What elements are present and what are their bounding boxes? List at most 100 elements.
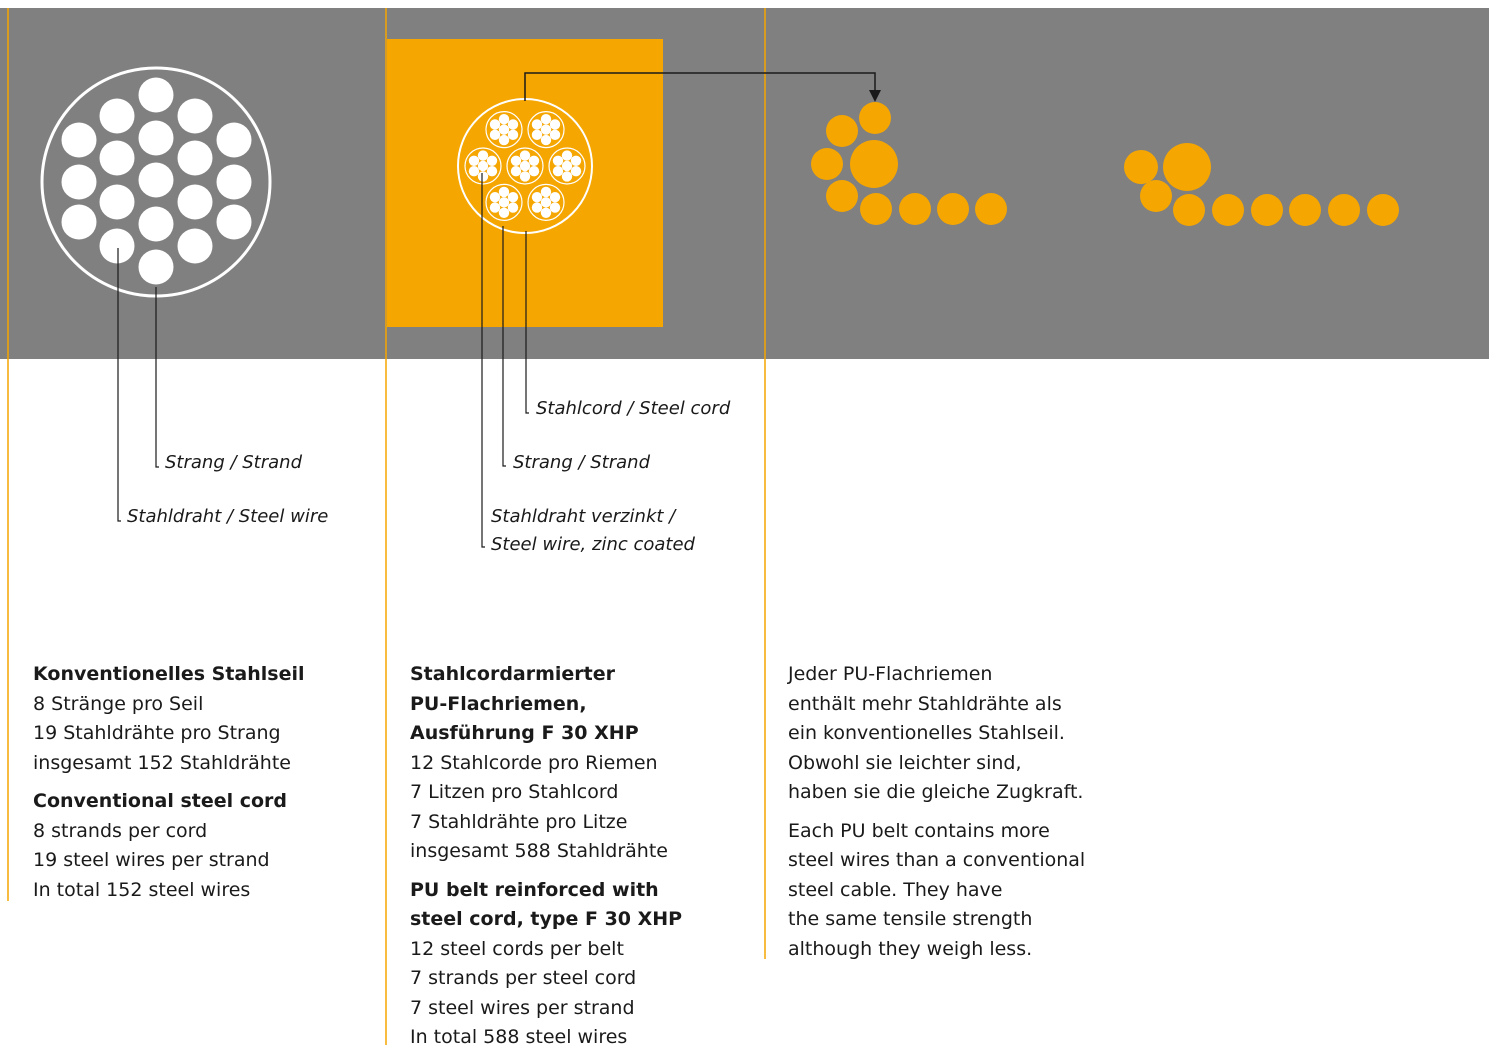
col2-text: Stahlcordarmierter PU-Flachriemen, Ausfü… bbox=[410, 660, 682, 1053]
col3-en-line: the same tensile strength bbox=[788, 908, 1033, 930]
col3-en-line: although they weigh less. bbox=[788, 937, 1033, 960]
steel-wire bbox=[507, 129, 519, 141]
belt-cords-group-1 bbox=[811, 102, 1007, 225]
steel-wire bbox=[540, 134, 552, 146]
steel-wire bbox=[519, 150, 531, 161]
col2-de-line: insgesamt 588 Stahldrähte bbox=[410, 840, 668, 862]
col1-en-line: In total 152 steel wires bbox=[33, 878, 251, 901]
col3-text: Jeder PU-Flachriemen enthält mehr Stahld… bbox=[788, 660, 1085, 964]
label-steel-cord-2: Stahlcord / Steel cord bbox=[536, 398, 731, 419]
steel-wire bbox=[552, 155, 564, 166]
strand bbox=[548, 147, 586, 185]
strand bbox=[485, 111, 523, 149]
leader-lines-col1 bbox=[117, 248, 159, 522]
steel-wire bbox=[540, 197, 552, 208]
col2-en-line: 7 strands per steel cord bbox=[410, 967, 637, 989]
steel-wire bbox=[486, 155, 498, 166]
steel-wire bbox=[489, 202, 501, 213]
steel-wire bbox=[498, 207, 510, 218]
steel-wire bbox=[528, 155, 540, 166]
col3-de-line: enthält mehr Stahldrähte als bbox=[788, 692, 1062, 715]
conventional-cable-cross-section bbox=[40, 66, 272, 298]
strand bbox=[485, 183, 523, 221]
steel-wire bbox=[570, 155, 582, 166]
steel-wire bbox=[540, 207, 552, 218]
steel-wire bbox=[519, 160, 531, 172]
belt-cords-group-2 bbox=[1124, 143, 1399, 226]
col1-de-line: insgesamt 152 Stahldrähte bbox=[33, 751, 291, 774]
steel-wire bbox=[570, 166, 582, 177]
steel-wire bbox=[540, 114, 552, 125]
steel-wire bbox=[531, 202, 543, 213]
strand bbox=[506, 147, 544, 185]
steel-wire bbox=[531, 191, 543, 203]
col2-de-line: 7 Litzen pro Stahlcord bbox=[410, 781, 619, 803]
steel-wire bbox=[561, 150, 573, 161]
col2-de-heading: PU-Flachriemen, bbox=[410, 692, 587, 715]
label-steel-wire-1: Stahldraht / Steel wire bbox=[127, 506, 329, 527]
steel-wire bbox=[531, 119, 543, 130]
steel-wire bbox=[528, 166, 540, 177]
steel-wire bbox=[549, 202, 561, 213]
steel-wire bbox=[561, 160, 573, 172]
col3-en-line: steel cable. They have bbox=[788, 878, 1003, 901]
steel-wire bbox=[498, 134, 510, 146]
col1-en-heading: Conventional steel cord bbox=[33, 790, 288, 812]
col1-en-line: 8 strands per cord bbox=[33, 819, 208, 842]
steel-wire bbox=[468, 166, 480, 177]
col2-en-line: 12 steel cords per belt bbox=[410, 937, 624, 960]
col3-de-line: Jeder PU-Flachriemen bbox=[788, 663, 993, 685]
steel-wire bbox=[519, 171, 531, 182]
steel-wire bbox=[507, 202, 519, 213]
col3-en-line: Each PU belt contains more bbox=[788, 819, 1050, 842]
col2-en-heading: PU belt reinforced with bbox=[410, 878, 659, 901]
label-strand-2: Strang / Strand bbox=[513, 452, 651, 473]
col3-en-line: steel wires than a conventional bbox=[788, 849, 1086, 871]
steel-wire bbox=[468, 155, 480, 166]
label-steel-wire-zinc-line1: Stahldraht verzinkt / bbox=[491, 506, 676, 527]
col2-de-heading: Stahlcordarmierter bbox=[410, 663, 616, 685]
col3-de-line: ein konventionelles Stahlseil. bbox=[788, 722, 1065, 744]
col1-en-line: 19 steel wires per strand bbox=[33, 849, 270, 871]
steel-wire bbox=[477, 171, 489, 182]
strand bbox=[464, 147, 502, 185]
steel-wire bbox=[489, 191, 501, 203]
col2-en-heading: steel cord, type F 30 XHP bbox=[410, 908, 683, 930]
steel-wire bbox=[552, 166, 564, 177]
steel-wire bbox=[549, 191, 561, 203]
strand bbox=[527, 111, 565, 149]
col1-de-heading: Konventionelles Stahlseil bbox=[33, 663, 305, 685]
col2-de-line: 12 Stahlcorde pro Riemen bbox=[410, 751, 658, 774]
steel-wire bbox=[540, 124, 552, 135]
steel-wire bbox=[561, 171, 573, 182]
col1-de-line: 8 Stränge pro Seil bbox=[33, 692, 204, 715]
col2-de-line: 7 Stahldrähte pro Litze bbox=[410, 810, 628, 833]
steel-wire bbox=[486, 166, 498, 177]
col2-en-line: In total 588 steel wires bbox=[410, 1026, 628, 1048]
label-strand-1: Strang / Strand bbox=[165, 452, 303, 473]
strand bbox=[527, 183, 565, 221]
steel-wire bbox=[498, 124, 510, 135]
steel-wire bbox=[510, 166, 522, 177]
col3-de-line: haben sie die gleiche Zugkraft. bbox=[788, 781, 1084, 803]
steel-wire bbox=[549, 129, 561, 141]
steel-wire bbox=[489, 119, 501, 130]
label-steel-wire-zinc-line2: Steel wire, zinc coated bbox=[491, 534, 695, 555]
connector-arrow bbox=[524, 72, 881, 102]
steel-wire bbox=[531, 129, 543, 141]
steel-wire bbox=[507, 119, 519, 130]
col1-de-line: 19 Stahldrähte pro Strang bbox=[33, 722, 281, 744]
steel-wire bbox=[507, 191, 519, 203]
steel-wire bbox=[477, 160, 489, 172]
steel-wire bbox=[498, 197, 510, 208]
steel-wire bbox=[540, 186, 552, 198]
steel-wire bbox=[498, 114, 510, 125]
leader-lines-col2 bbox=[481, 173, 529, 548]
steel-cord-cross-section bbox=[457, 98, 593, 234]
col1-text: Konventionelles Stahlseil 8 Stränge pro … bbox=[33, 660, 305, 905]
steel-wire bbox=[498, 186, 510, 198]
steel-wire bbox=[489, 129, 501, 141]
col3-de-line: Obwohl sie leichter sind, bbox=[788, 751, 1022, 774]
col2-en-line: 7 steel wires per strand bbox=[410, 996, 635, 1019]
